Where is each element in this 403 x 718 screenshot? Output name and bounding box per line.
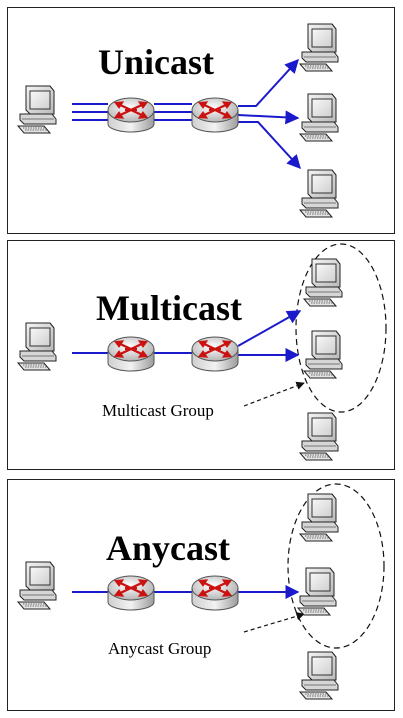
anycast-title: Anycast bbox=[106, 528, 230, 568]
source-computer-icon bbox=[17, 85, 57, 134]
group-member-computer-icon bbox=[299, 493, 339, 542]
anycast-group-label: Anycast Group bbox=[108, 639, 212, 658]
destination-computer-icon bbox=[299, 93, 339, 142]
destination-computer-icon bbox=[299, 23, 339, 72]
unicast-branches bbox=[237, 58, 301, 170]
destination-computer-icon bbox=[299, 169, 339, 218]
group-member-computer-icon bbox=[303, 258, 343, 307]
router-icon bbox=[106, 335, 156, 373]
anycast-panel: Anycast Anycast Group bbox=[7, 479, 395, 711]
unicast-panel: Unicast bbox=[7, 7, 395, 234]
group-pointer-arrow bbox=[243, 612, 305, 633]
router-icon bbox=[190, 574, 240, 612]
multicast-group-label: Multicast Group bbox=[102, 401, 214, 420]
router-icon bbox=[106, 96, 156, 134]
multicast-panel: Multicast Multicast Group bbox=[7, 240, 395, 470]
source-computer-icon bbox=[17, 561, 57, 610]
unicast-title: Unicast bbox=[98, 42, 214, 82]
multicast-title: Multicast bbox=[96, 288, 242, 328]
anycast-group-ellipse bbox=[287, 483, 385, 649]
multicast-group-ellipse bbox=[295, 243, 387, 413]
router-icon bbox=[190, 96, 240, 134]
group-pointer-arrow bbox=[243, 381, 305, 407]
anycast-diagram bbox=[17, 483, 385, 700]
router-icon bbox=[190, 335, 240, 373]
group-member-computer-icon bbox=[297, 567, 337, 616]
unicast-links bbox=[72, 103, 192, 121]
source-computer-icon bbox=[17, 322, 57, 371]
non-member-computer-icon bbox=[299, 412, 339, 461]
non-member-computer-icon bbox=[299, 651, 339, 700]
multicast-diagram bbox=[17, 243, 387, 461]
multicast-links bbox=[72, 310, 302, 362]
group-member-computer-icon bbox=[303, 330, 343, 379]
unicast-diagram bbox=[17, 23, 339, 218]
router-icon bbox=[106, 574, 156, 612]
